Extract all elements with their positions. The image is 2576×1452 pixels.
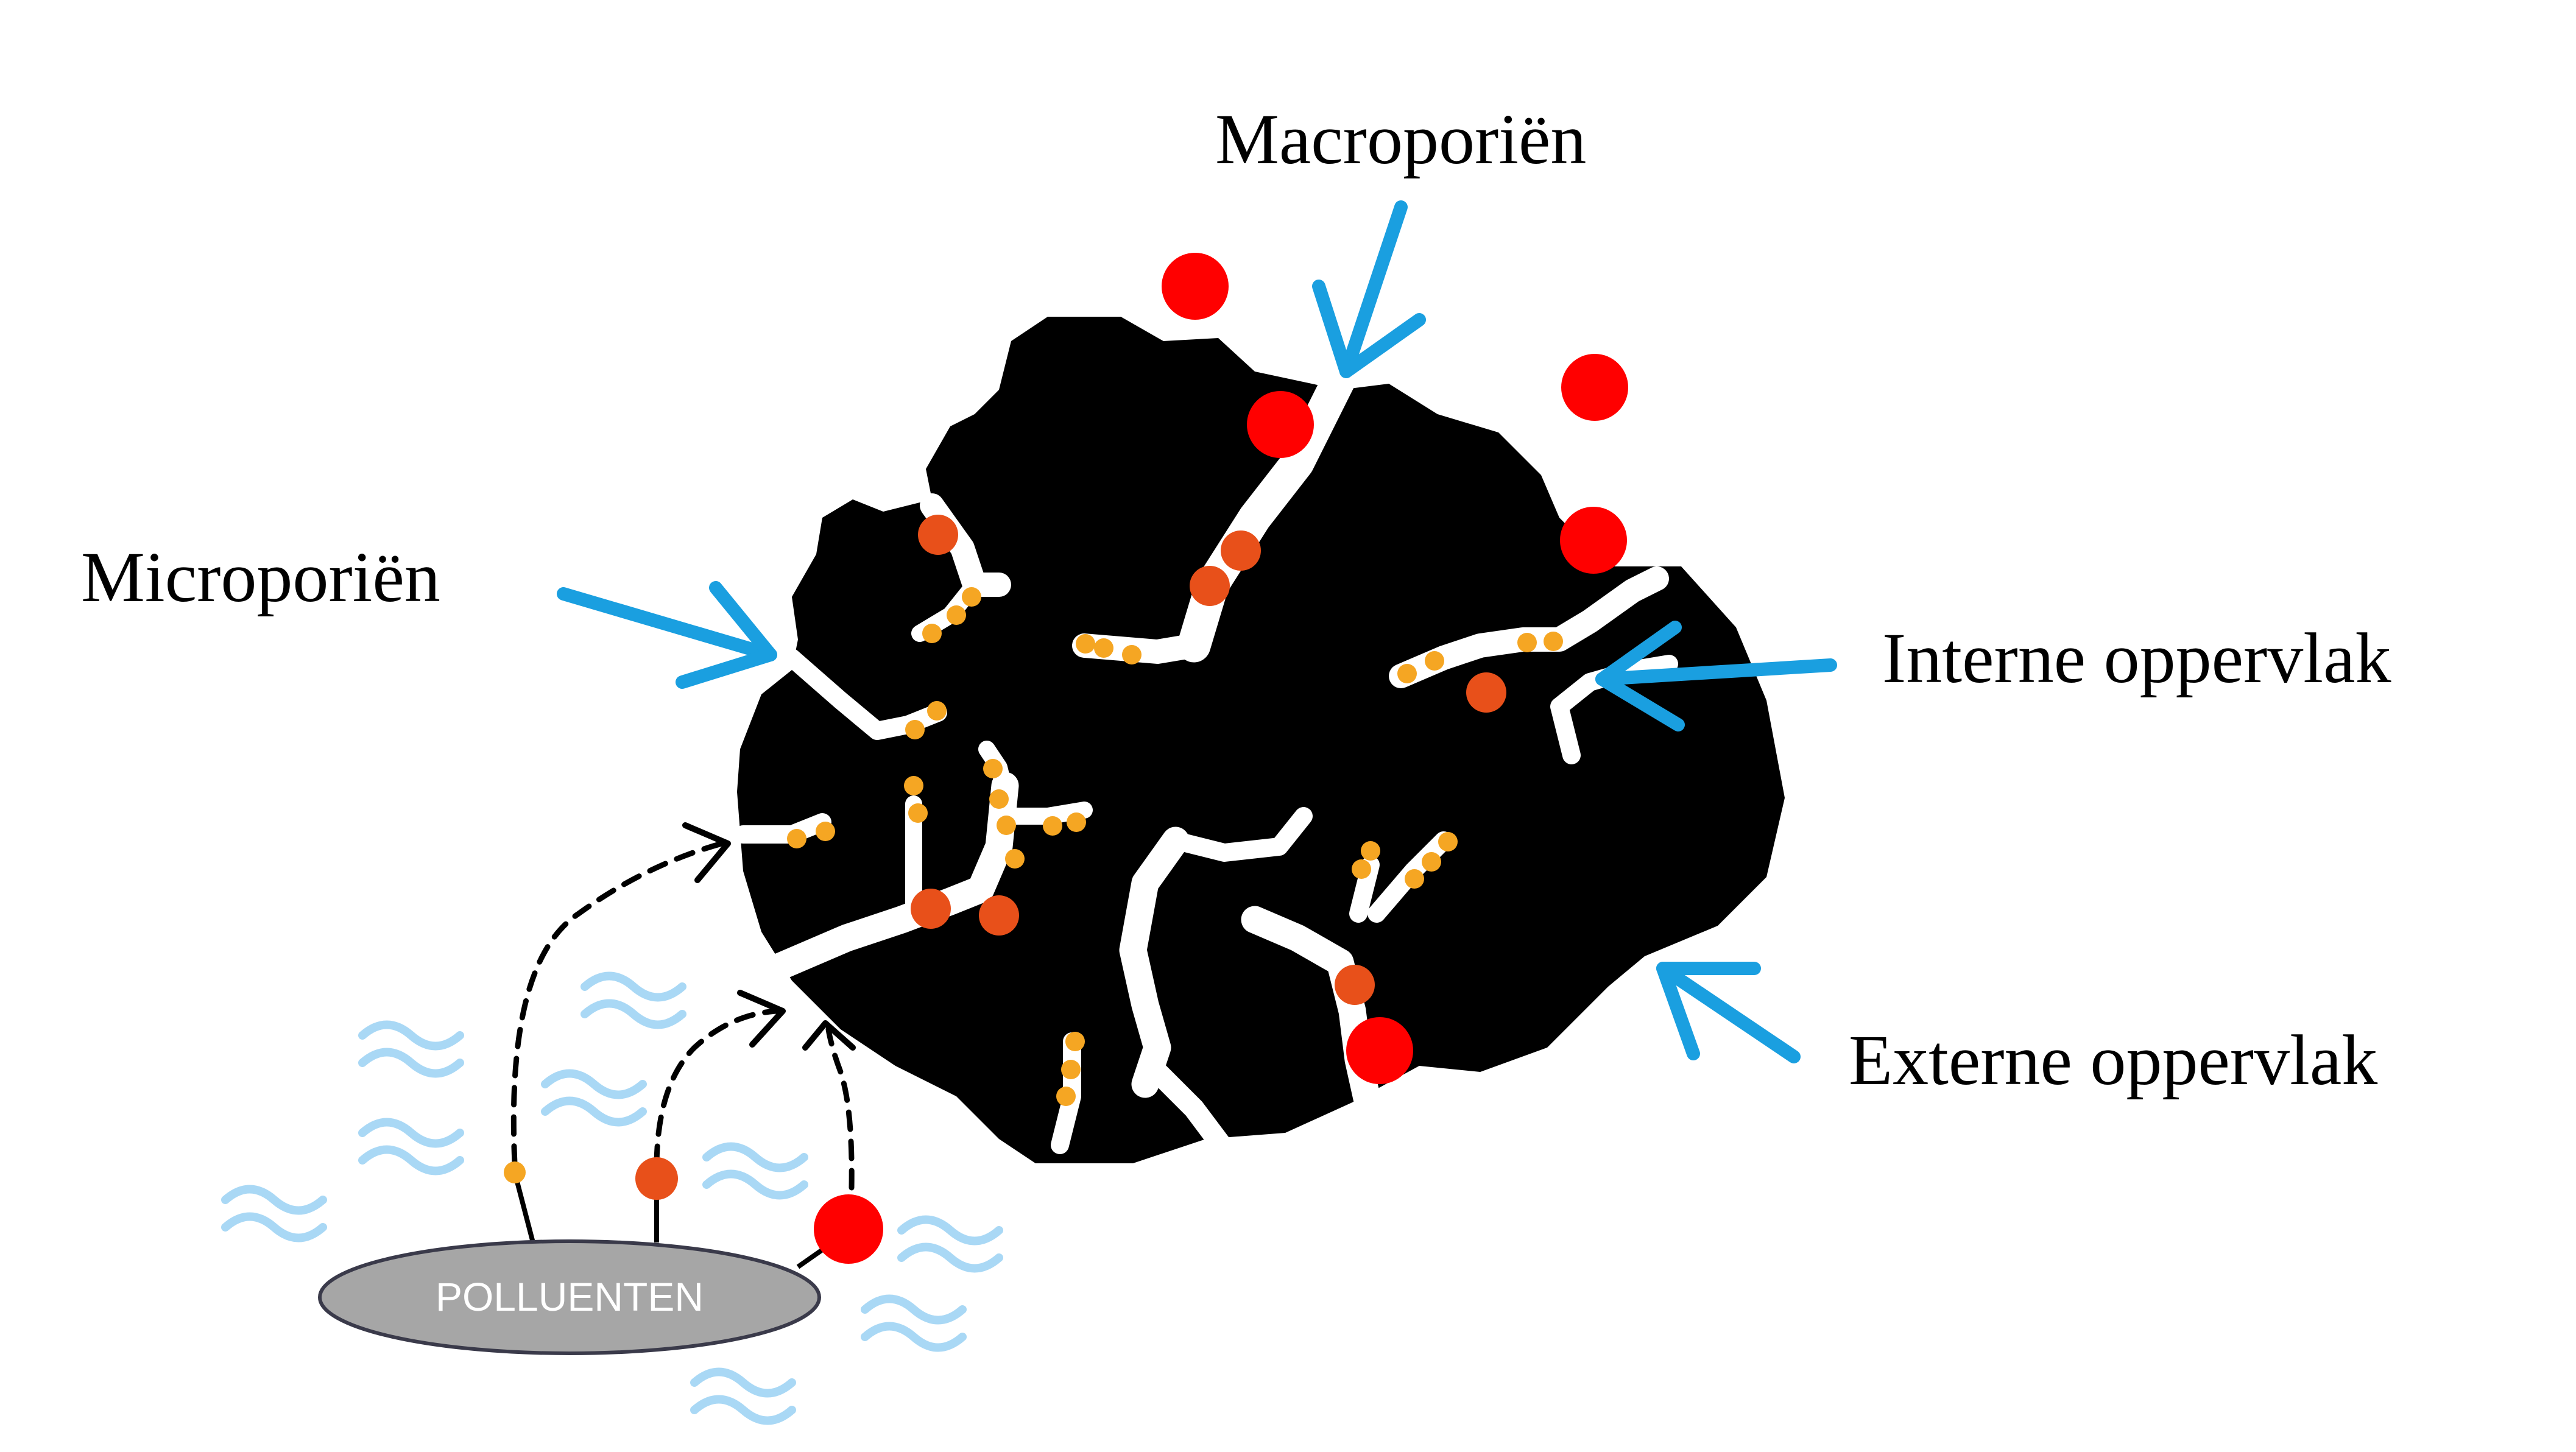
small-particle	[947, 605, 966, 625]
wave-group	[221, 1185, 327, 1242]
small-particle	[922, 624, 942, 643]
dashed-path-small	[510, 841, 725, 1166]
macropore-left-low	[747, 772, 1019, 989]
macropore-bottom-split	[1146, 1061, 1241, 1168]
large-particle	[1346, 1017, 1413, 1084]
wave-group	[358, 1118, 464, 1175]
small-particle	[1405, 869, 1424, 889]
medium-particle	[1466, 672, 1506, 713]
small-particle	[908, 803, 928, 823]
diffusion-arrowheads	[682, 822, 856, 1051]
small-particle	[1065, 1032, 1085, 1051]
wave-group	[580, 971, 686, 1029]
arrowhead	[737, 990, 786, 1048]
medium-particle	[1335, 965, 1375, 1005]
small-particle	[1005, 849, 1025, 869]
small-particle	[1544, 632, 1563, 651]
arrow-macroporien	[1312, 200, 1426, 378]
large-particle	[1561, 354, 1628, 421]
dashed-path-large	[825, 1026, 855, 1191]
label-externe: Externe oppervlak	[1849, 1020, 2377, 1100]
medium-particle	[635, 1157, 678, 1200]
small-particle	[904, 776, 923, 795]
wave-group	[897, 1215, 1003, 1273]
medium-particle	[979, 895, 1019, 936]
small-particle	[1122, 645, 1142, 664]
large-particle	[1560, 507, 1627, 574]
adsorbed-particles	[787, 253, 1628, 1106]
small-particle	[905, 720, 925, 739]
arrow-interne	[1595, 621, 1837, 731]
medium-particle	[918, 515, 958, 555]
arrow-microporien	[557, 581, 777, 689]
tether	[512, 1171, 535, 1244]
wave-group	[358, 1020, 464, 1078]
small-particle	[1061, 1060, 1081, 1079]
arrowhead	[682, 822, 731, 883]
large-particle	[814, 1194, 883, 1264]
small-particle	[1438, 832, 1458, 851]
wave-group	[541, 1069, 647, 1127]
small-particle	[983, 759, 1003, 778]
small-particle	[504, 1161, 526, 1183]
medium-particle	[1221, 530, 1261, 571]
pollutant-source: POLLUENTEN	[318, 1157, 883, 1355]
carbon-particle	[737, 317, 1785, 1163]
polluenten-pill	[318, 1239, 821, 1355]
large-particle	[1162, 253, 1229, 320]
dashed-path-medium	[654, 1008, 780, 1166]
macropore-bottom-center	[1119, 826, 1190, 1098]
carbon-body	[737, 317, 1785, 1163]
label-microporien: Microporiën	[81, 537, 440, 617]
small-particle	[927, 701, 947, 721]
macropore-right-interne	[1389, 566, 1669, 688]
micropore-center-top	[1166, 807, 1313, 862]
small-particle	[1425, 651, 1444, 671]
small-particle	[1352, 859, 1371, 879]
medium-particle	[1190, 566, 1230, 606]
water-waves	[221, 971, 1003, 1425]
small-particle	[1397, 664, 1417, 683]
small-particle	[1043, 816, 1062, 836]
small-particle	[1517, 633, 1537, 652]
medium-particle	[911, 889, 951, 929]
polluenten-label: POLLUENTEN	[436, 1274, 704, 1319]
small-particle	[1361, 841, 1380, 861]
wave-group	[690, 1367, 796, 1425]
small-particle	[1422, 852, 1441, 872]
small-particle	[997, 816, 1016, 835]
label-interne: Interne oppervlak	[1882, 618, 2391, 698]
micropore-right-interne	[1550, 673, 1599, 764]
wave-group	[861, 1294, 967, 1352]
small-particle	[1094, 638, 1113, 658]
large-particle	[1247, 391, 1314, 458]
arrow-externe	[1656, 962, 1801, 1063]
small-particle	[962, 587, 981, 607]
small-particle	[1056, 1087, 1076, 1106]
wave-group	[702, 1142, 808, 1200]
small-particle	[787, 829, 806, 848]
small-particle	[816, 822, 835, 841]
label-macroporien: Macroporiën	[1215, 99, 1586, 179]
small-particle	[1067, 812, 1086, 832]
small-particle	[1076, 634, 1095, 654]
small-particles	[787, 587, 1563, 1106]
small-particle	[989, 789, 1009, 809]
micropore-branch-c	[997, 802, 1093, 825]
diffusion-paths	[510, 841, 855, 1191]
arrowhead	[802, 1020, 856, 1051]
pointer-arrows	[557, 200, 1837, 1063]
